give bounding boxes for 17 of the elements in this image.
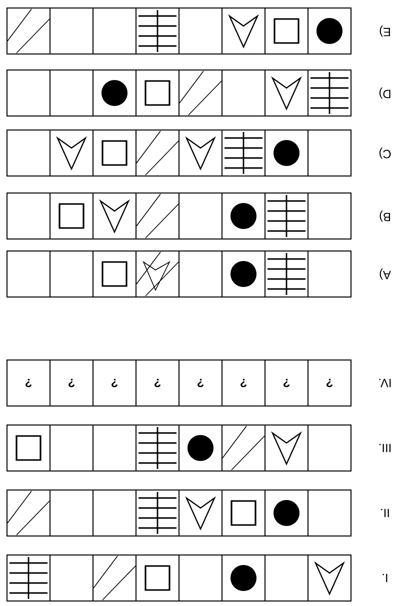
row-label: C) [379, 147, 391, 159]
row-label: A) [380, 268, 391, 280]
row-label: II. [381, 508, 389, 518]
row-label: B) [380, 210, 390, 222]
question-mark: ? [326, 378, 333, 388]
question-mark: ? [240, 378, 247, 388]
row-label: E) [380, 25, 390, 37]
question-mark: ? [68, 378, 75, 388]
question-mark: ? [26, 378, 32, 388]
question-mark: ? [284, 378, 290, 388]
question-mark: ? [112, 378, 118, 388]
question-mark: ? [154, 378, 161, 388]
question-mark: ? [198, 378, 204, 388]
row-label: D) [379, 87, 390, 99]
row-label: III. [379, 444, 391, 452]
row-label: IV. [379, 378, 391, 388]
row-label: I. [382, 574, 388, 582]
